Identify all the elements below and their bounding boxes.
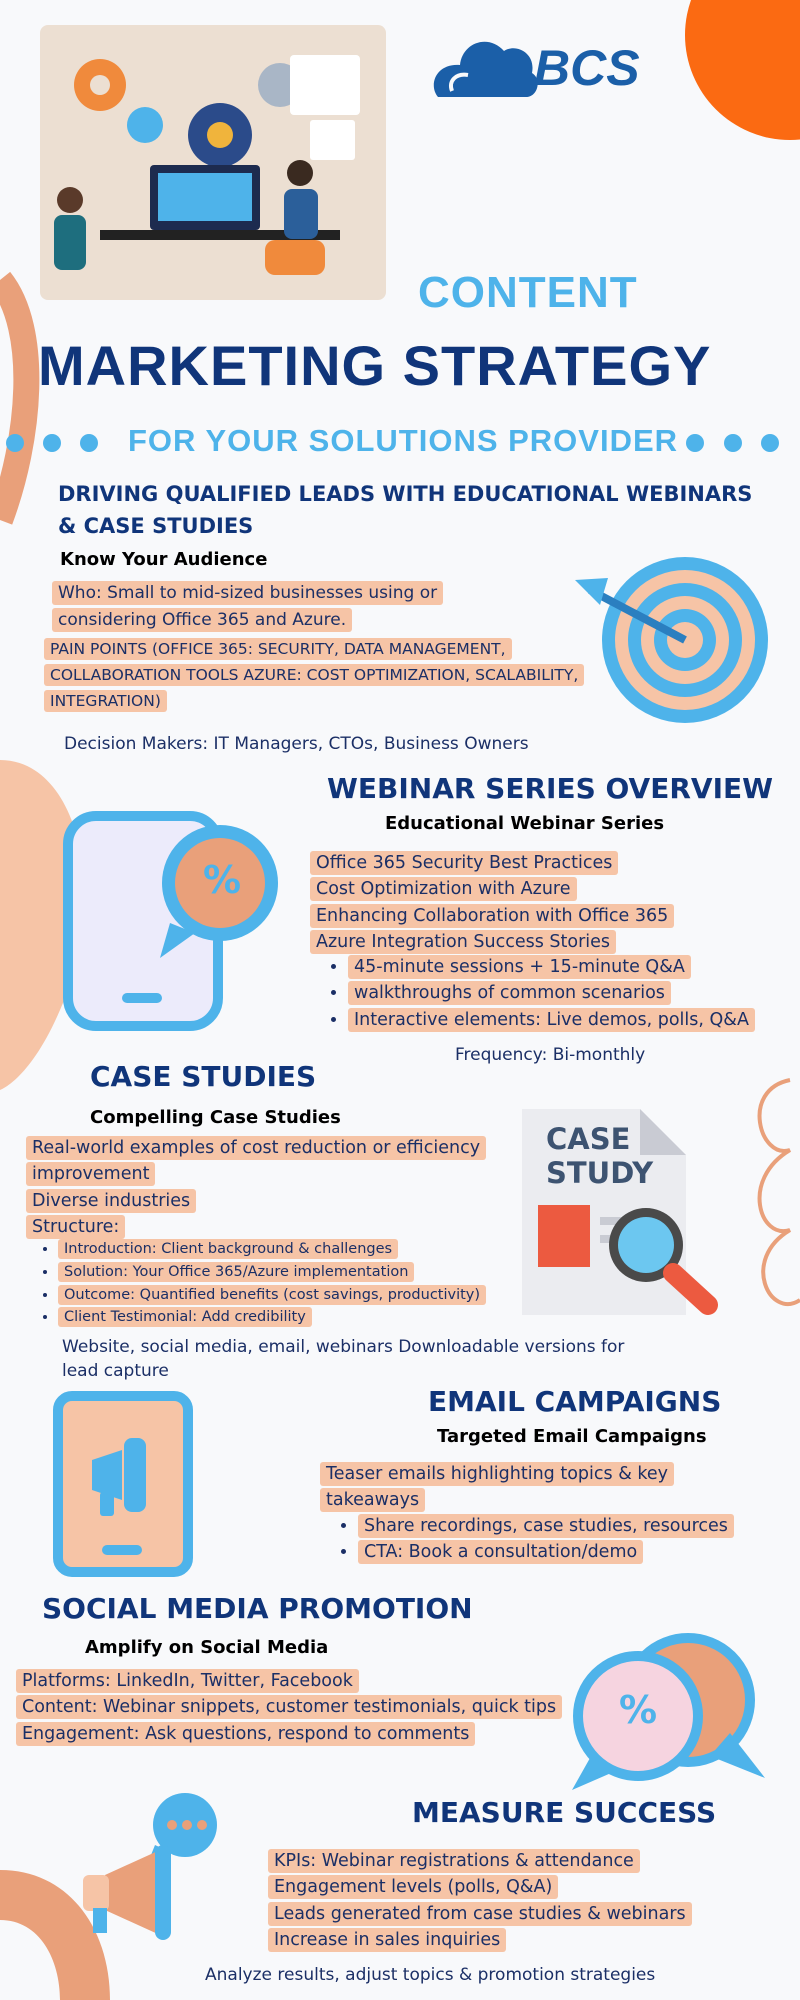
case-line: Real-world examples of cost reduction or… <box>26 1136 487 1160</box>
social-percent-symbol: % <box>618 1688 658 1732</box>
brand-name: BCS <box>534 40 640 96</box>
case-structure-item: Solution: Your Office 365/Azure implemen… <box>58 1261 415 1282</box>
bcs-logo: BCS <box>430 25 650 105</box>
case-distribution-line1: Website, social media, email, webinars D… <box>62 1337 625 1357</box>
webinar-topic: Cost Optimization with Azure <box>310 877 577 902</box>
case-structure-item: Client Testimonial: Add credibility <box>58 1307 312 1328</box>
social-line: Platforms: LinkedIn, Twitter, Facebook <box>16 1669 359 1693</box>
webinar-bullet: Interactive elements: Live demos, polls,… <box>348 1007 755 1032</box>
webinar-topic: Azure Integration Success Stories <box>310 929 617 954</box>
webinar-subheading: Educational Webinar Series <box>385 813 665 834</box>
left-arc-top <box>0 271 40 525</box>
pain-points: PAIN POINTS (OFFICE 365: SECURITY, DATA … <box>44 636 585 714</box>
case-distribution-line2: lead capture <box>62 1361 169 1381</box>
email-bullet: Share recordings, case studies, resource… <box>358 1514 734 1538</box>
case-study-label-line1: CASE <box>546 1122 631 1156</box>
right-squiggle <box>757 1078 800 1306</box>
webinar-topic: Enhancing Collaboration with Office 365 <box>310 903 675 928</box>
case-study-label-line2: STUDY <box>546 1156 654 1190</box>
email-description: Teaser emails highlighting topics & key … <box>320 1461 675 1514</box>
case-study-document-icon <box>522 1109 718 1315</box>
target-icon <box>575 557 768 723</box>
case-line: Diverse industries <box>26 1188 197 1213</box>
case-distribution: Website, social media, email, webinars D… <box>62 1335 662 1383</box>
case-line: Structure: <box>26 1214 126 1239</box>
social-description: Platforms: LinkedIn, Twitter, Facebook C… <box>16 1668 563 1747</box>
orange-corner-circle <box>685 0 800 140</box>
pain-points-line3: INTEGRATION) <box>44 690 167 712</box>
email-heading: EMAIL CAMPAIGNS <box>428 1385 722 1418</box>
case-description: Real-world examples of cost reduction or… <box>26 1135 487 1240</box>
social-line: Content: Webinar snippets, customer test… <box>16 1695 563 1720</box>
social-heading: SOCIAL MEDIA PROMOTION <box>42 1592 473 1625</box>
case-structure-item: Introduction: Client background & challe… <box>58 1239 399 1259</box>
audience-who-line2: considering Office 365 and Azure. <box>52 607 353 632</box>
email-bullet: CTA: Book a consultation/demo <box>358 1540 644 1565</box>
title-line1: CONTENT <box>418 268 638 317</box>
measure-line: KPIs: Webinar registrations & attendance <box>268 1849 640 1873</box>
measure-line: Leads generated from case studies & webi… <box>268 1901 692 1926</box>
webinar-bullet: 45-minute sessions + 15-minute Q&A <box>348 955 691 979</box>
pain-points-line2: COLLABORATION TOOLS AZURE: COST OPTIMIZA… <box>44 664 585 686</box>
measure-line: Increase in sales inquiries <box>268 1927 507 1952</box>
audience-who: Who: Small to mid-sized businesses using… <box>52 580 444 633</box>
megaphone-icon <box>83 1793 217 1940</box>
measure-line: Engagement levels (polls, Q&A) <box>268 1875 559 1900</box>
pain-points-line1: PAIN POINTS (OFFICE 365: SECURITY, DATA … <box>44 638 512 660</box>
percent-symbol: % <box>203 858 242 902</box>
measure-kpis: KPIs: Webinar registrations & attendance… <box>268 1848 692 1953</box>
phone-megaphone-icon <box>53 1391 193 1577</box>
case-structure-item: Outcome: Quantified benefits (cost savin… <box>58 1284 487 1305</box>
measure-footer: Analyze results, adjust topics & promoti… <box>205 1965 656 1985</box>
email-bullets: Share recordings, case studies, resource… <box>340 1513 734 1566</box>
bottom-left-arc <box>0 1870 110 2000</box>
dots-right <box>686 434 779 452</box>
social-subheading: Amplify on Social Media <box>85 1637 329 1658</box>
email-subheading: Targeted Email Campaigns <box>437 1426 707 1447</box>
intro-subheading: Know Your Audience <box>60 549 268 570</box>
title-line2: MARKETING STRATEGY <box>38 334 712 397</box>
team-illustration <box>40 25 386 300</box>
decision-makers: Decision Makers: IT Managers, CTOs, Busi… <box>64 734 529 754</box>
email-line: takeaways <box>320 1488 426 1513</box>
title-line3: FOR YOUR SOLUTIONS PROVIDER <box>128 423 679 458</box>
case-subheading: Compelling Case Studies <box>90 1107 341 1128</box>
cloud-logo-icon <box>433 41 538 97</box>
case-line: improvement <box>26 1162 156 1187</box>
dots-left <box>6 434 98 452</box>
webinar-bullet: walkthroughs of common scenarios <box>348 981 671 1006</box>
webinar-frequency: Frequency: Bi-monthly <box>455 1045 646 1065</box>
webinar-topics: Office 365 Security Best Practices Cost … <box>310 850 675 955</box>
case-structure-list: Introduction: Client background & challe… <box>40 1238 487 1329</box>
email-line: Teaser emails highlighting topics & key <box>320 1462 675 1486</box>
measure-heading: MEASURE SUCCESS <box>412 1796 717 1829</box>
audience-who-line1: Who: Small to mid-sized businesses using… <box>52 581 444 605</box>
phone-discount-icon <box>63 811 278 1031</box>
team-workspace-icon <box>54 55 360 275</box>
chat-bubbles-icon <box>572 1633 765 1790</box>
webinar-heading: WEBINAR SERIES OVERVIEW <box>327 772 774 805</box>
intro-heading: DRIVING QUALIFIED LEADS WITH EDUCATIONAL… <box>58 482 753 538</box>
case-study-label: CASE STUDY <box>546 1122 653 1190</box>
social-line: Engagement: Ask questions, respond to co… <box>16 1721 476 1746</box>
webinar-bullets: 45-minute sessions + 15-minute Q&A walkt… <box>330 954 755 1033</box>
webinar-topic: Office 365 Security Best Practices <box>310 851 619 875</box>
case-heading: CASE STUDIES <box>90 1060 317 1093</box>
